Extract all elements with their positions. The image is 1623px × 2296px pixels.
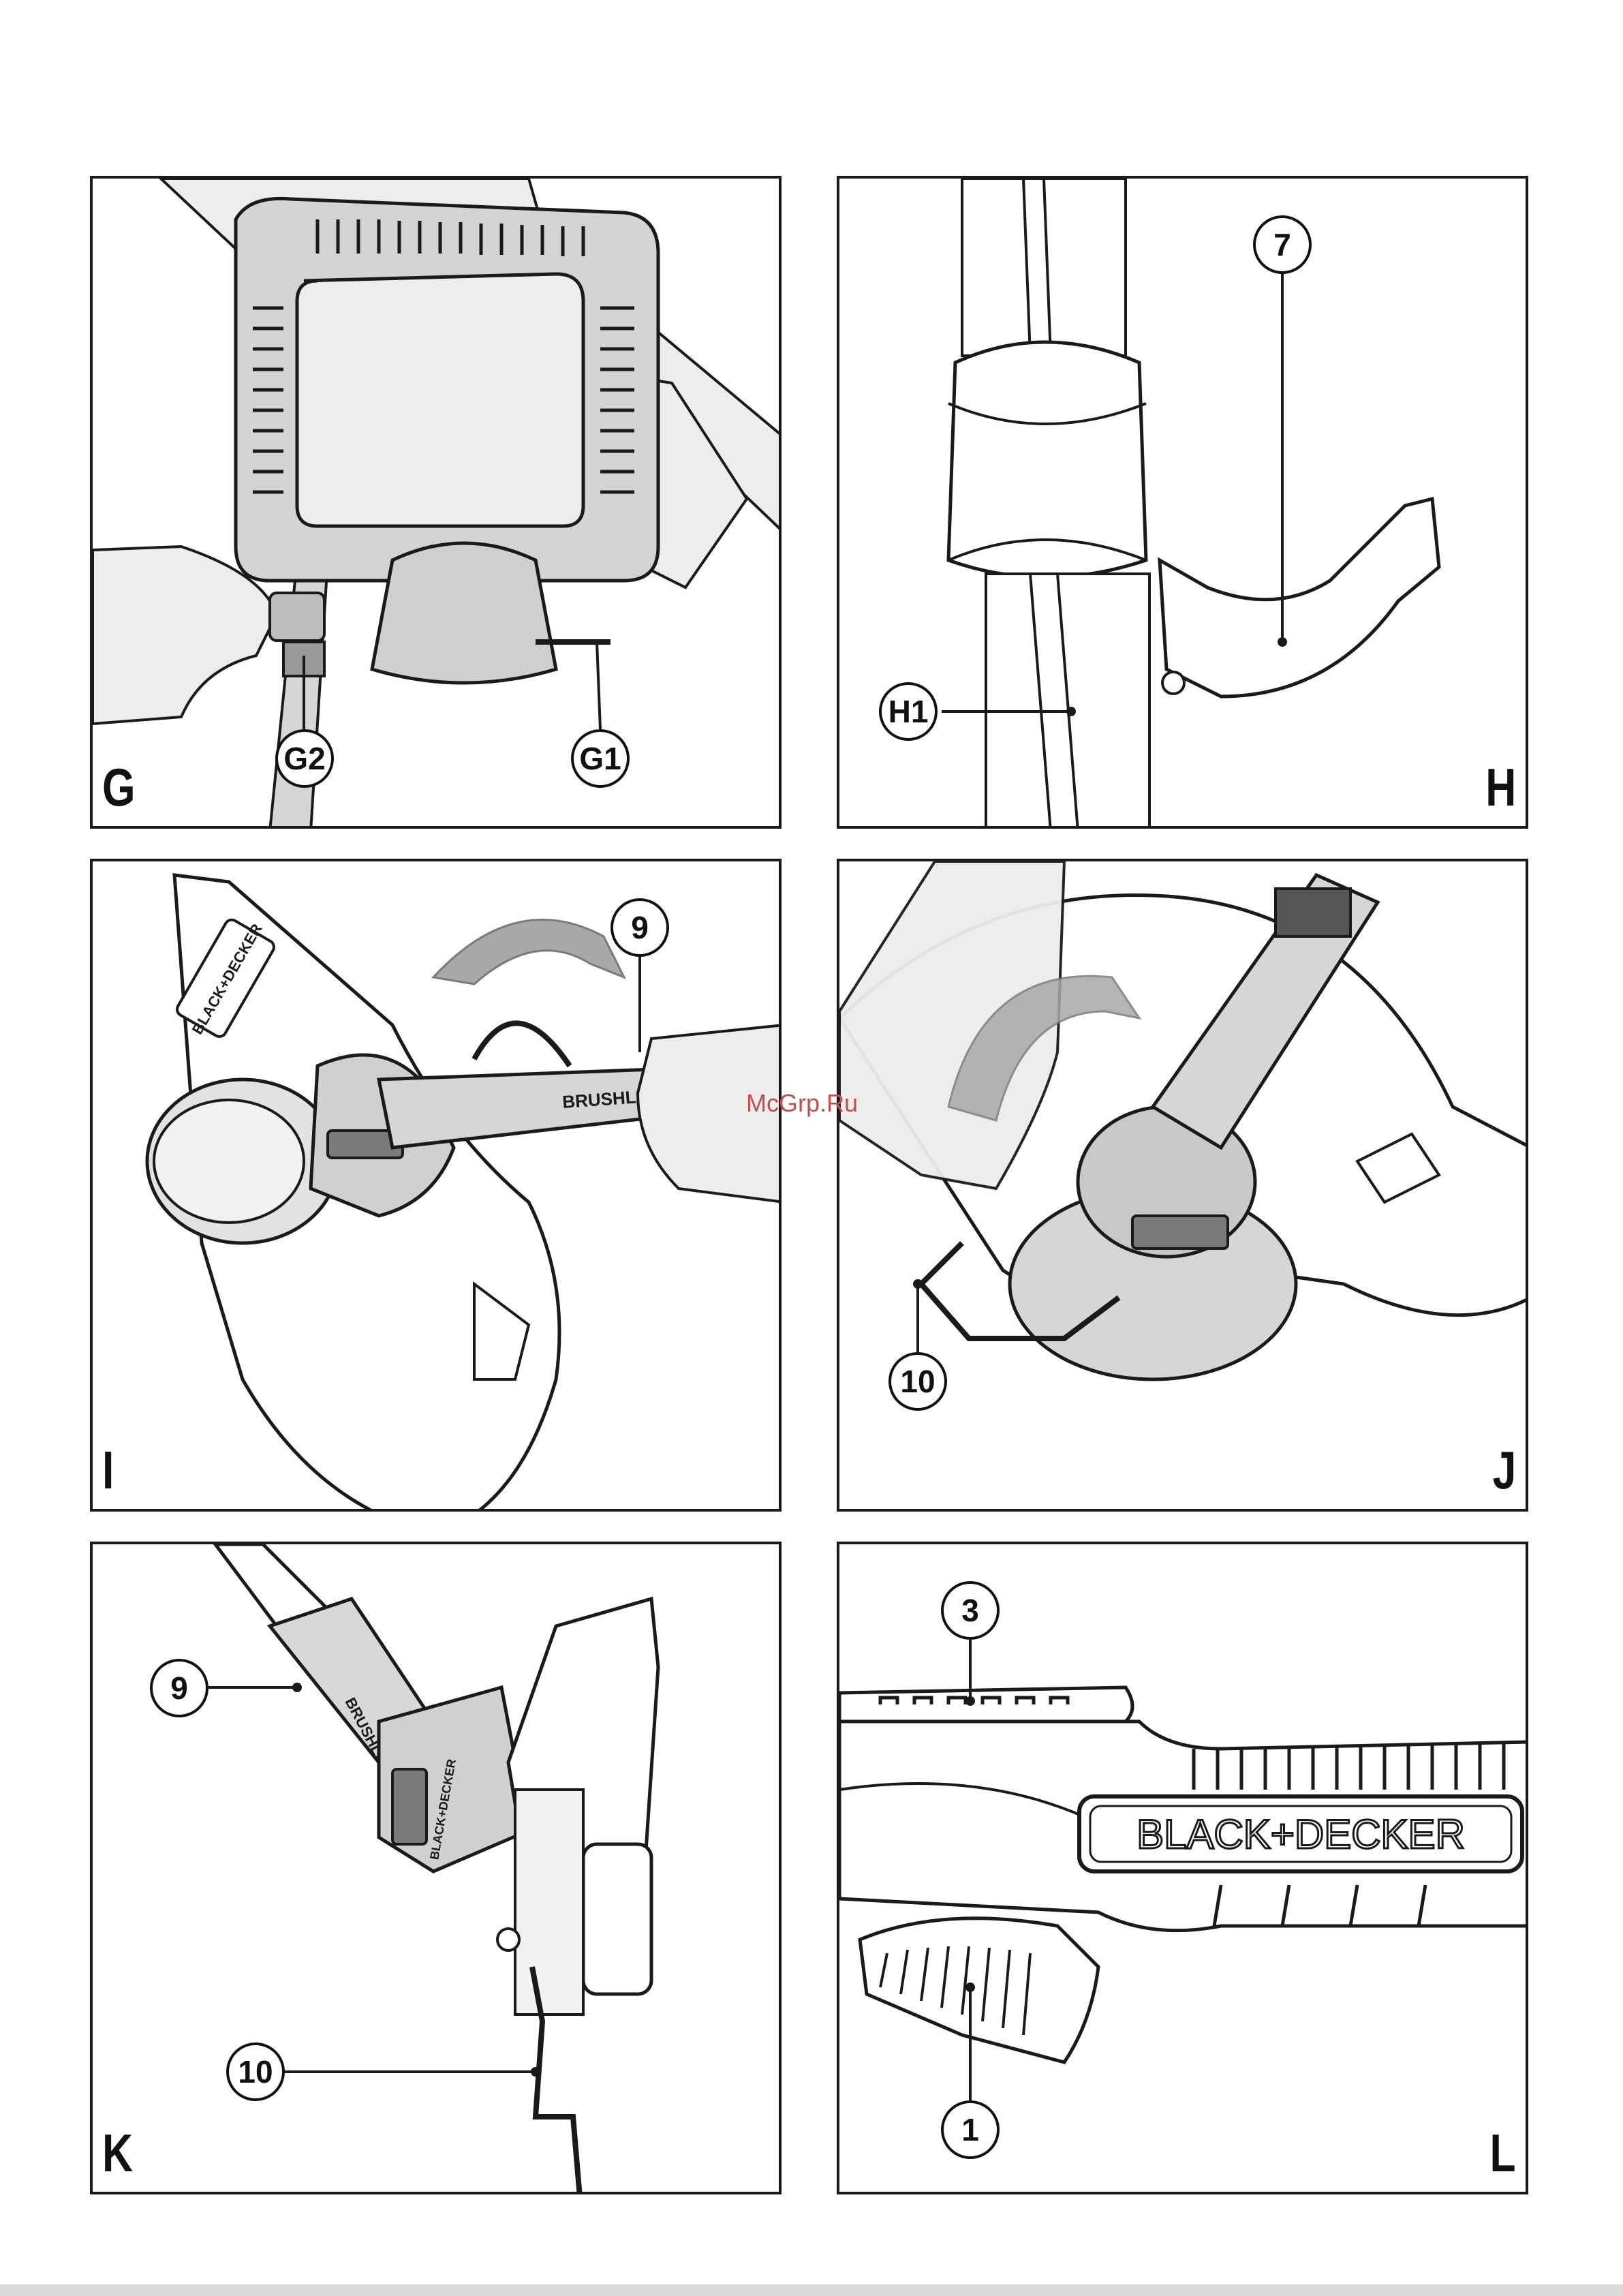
callout-g1: G1 [571,729,630,788]
callout-1: 1 [941,2100,1000,2159]
figure-panel-g: G2 G1 G [90,176,782,829]
callout-h1: H1 [879,682,938,741]
handle-brand-text: BLACK+DECKER [1137,1811,1465,1857]
callout-10: 10 [888,1352,947,1411]
watermark: McGrp.Ru [746,1089,858,1118]
guard-wire-illustration [839,861,1528,1512]
callout-9: 9 [150,1659,208,1717]
guard-attachment-illustration: BLACK+DECKER BRUSHLESS [93,861,782,1512]
panel-letter-g: G [102,761,136,814]
figure-panel-j: 10 J [837,859,1528,1512]
shaft-guide-illustration [839,179,1528,829]
callout-7: 7 [1253,215,1312,274]
panel-letter-l: L [1490,2126,1516,2179]
callout-10: 10 [226,2042,285,2101]
callout-3: 3 [941,1581,1000,1640]
callout-g2: G2 [275,729,334,788]
callout-9: 9 [610,898,669,957]
rear-handle-illustration: BLACK+DECKER [839,1544,1528,2194]
figure-panel-i: BLACK+DECKER BRUSHLESS 9 I [90,859,782,1512]
figure-panel-l: BLACK+DECKER 3 1 L [837,1542,1528,2194]
handle-assembly-illustration [93,179,782,829]
footer-bar [0,2284,1623,2296]
panel-letter-j: J [1492,1443,1516,1497]
panel-letter-k: K [102,2126,133,2179]
panel-letter-h: H [1485,761,1516,814]
figure-panel-k: BRUSHLESS BLACK+DECKER 9 10 K [90,1542,782,2194]
panel-letter-i: I [102,1443,114,1497]
head-side-view-illustration: BRUSHLESS BLACK+DECKER [93,1544,782,2194]
figure-panel-h: 7 H1 H [837,176,1528,829]
